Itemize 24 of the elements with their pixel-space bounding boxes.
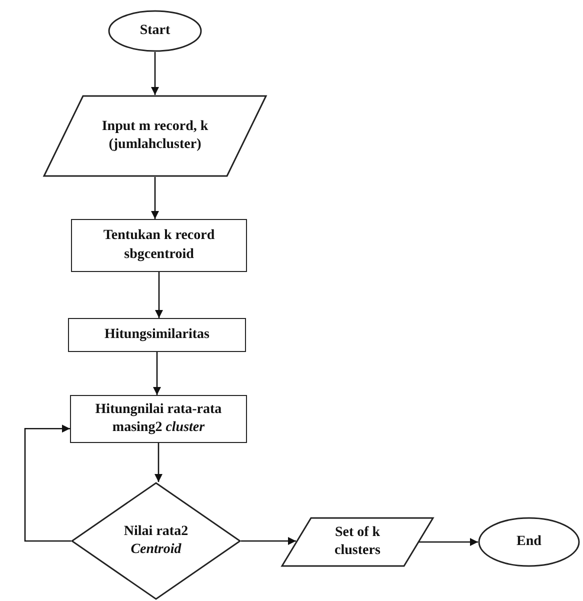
node-label: End xyxy=(516,532,542,551)
node-label: Start xyxy=(140,22,170,40)
arrow xyxy=(419,538,478,546)
io-parallelogram xyxy=(43,95,267,177)
arrow xyxy=(155,272,163,318)
arrow xyxy=(151,52,159,95)
arrow xyxy=(153,352,161,395)
process-box xyxy=(70,395,247,443)
node-label: Hitungnilai rata-rata masing2 cluster xyxy=(94,400,223,437)
node-label: Set of k clusters xyxy=(334,524,382,560)
arrow xyxy=(241,537,296,545)
io-parallelogram xyxy=(281,517,434,567)
process-box xyxy=(68,318,246,352)
node-label: Nilai rata2 Centroid xyxy=(122,522,190,559)
terminal-ellipse xyxy=(108,10,202,52)
node-label: Input m record, k (jumlahcluster) xyxy=(100,118,210,154)
decision-diamond xyxy=(71,482,241,600)
arrow xyxy=(24,424,71,542)
arrow xyxy=(151,177,159,219)
node-label: Tentukan k record sbgcentroid xyxy=(102,227,216,264)
node-label: Hitungsimilaritas xyxy=(104,326,210,344)
arrow xyxy=(154,443,162,482)
process-box xyxy=(71,219,247,272)
terminal-ellipse xyxy=(478,517,580,567)
